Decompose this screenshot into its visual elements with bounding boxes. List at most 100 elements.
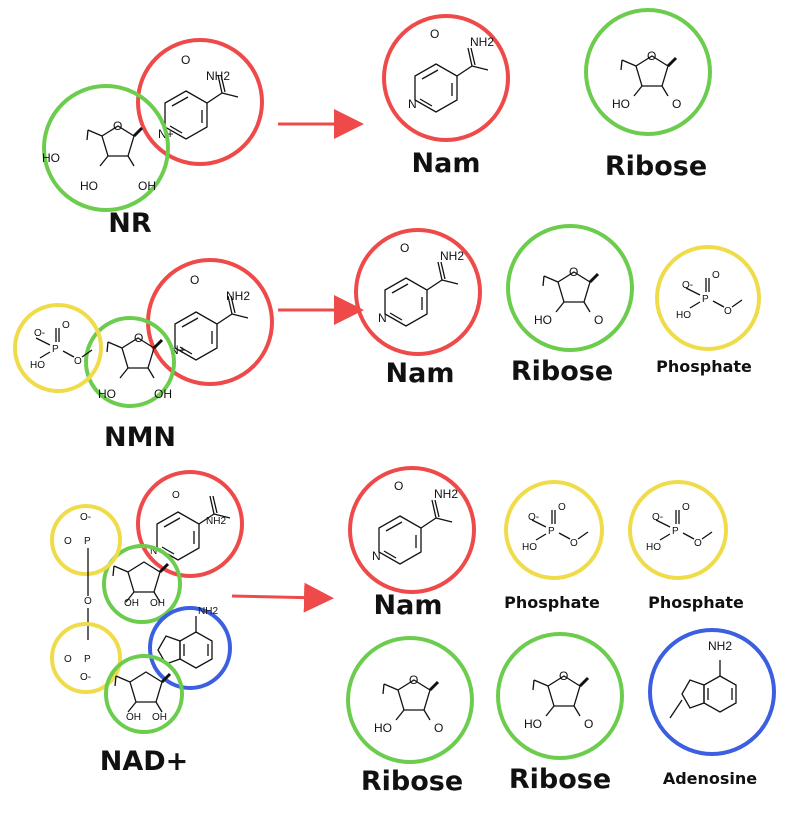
- molecule-label-nad: NAD+: [100, 746, 189, 777]
- atom-label: O: [190, 273, 199, 287]
- ribose-circle: [42, 84, 170, 212]
- atom-label: NH2: [708, 639, 732, 653]
- nam-structure: [414, 47, 489, 113]
- ribose-circle: [506, 224, 634, 352]
- component-label: Adenosine: [663, 769, 757, 788]
- atom-label: O: [409, 673, 418, 687]
- atom-label: O: [569, 265, 578, 279]
- atom-label: O: [84, 596, 92, 607]
- component-label: Ribose: [511, 356, 613, 387]
- atom-label: O: [672, 97, 681, 111]
- component-label: Phosphate: [656, 357, 752, 376]
- atom-label: O: [434, 721, 443, 735]
- phosphate-structure: [685, 277, 743, 309]
- atom-label: HO: [612, 97, 630, 111]
- atom-label: O-: [682, 280, 693, 291]
- atom-label: O-: [528, 512, 539, 523]
- atom-label: OH: [124, 598, 139, 609]
- atom-label: O: [570, 538, 578, 549]
- molecule-label-nr: NR: [108, 208, 152, 239]
- nam-structure: [384, 261, 459, 327]
- atom-label: O: [400, 241, 409, 255]
- nr-ribose-group: O HO HO OH: [42, 84, 170, 212]
- atom-label: HO: [676, 310, 691, 321]
- atom-label: O: [430, 27, 439, 41]
- nam-structure: [174, 295, 249, 361]
- atom-label: P: [52, 344, 59, 355]
- molecule-label-nmn: NMN: [104, 422, 176, 453]
- adenine-structure: [157, 615, 213, 669]
- component-label: Nam: [412, 148, 481, 179]
- atom-label: HO: [30, 360, 45, 371]
- atom-label: O: [724, 306, 732, 317]
- atom-label: HO: [42, 151, 60, 165]
- atom-label: O: [682, 502, 690, 513]
- component-label: Nam: [386, 358, 455, 389]
- atom-label: N+: [150, 546, 163, 557]
- atom-label: HO: [534, 313, 552, 327]
- ribose-circle: [102, 544, 182, 624]
- nam-structure: [378, 499, 453, 565]
- nam-structure: [164, 74, 239, 140]
- atom-label: NH2: [434, 487, 458, 501]
- nad-components: O NH2 N Nam O- O P HO O Phosphate O- O P…: [346, 466, 776, 797]
- atom-label: OH: [154, 387, 172, 401]
- atom-label: O-: [80, 512, 91, 523]
- atom-label: O: [647, 49, 656, 63]
- atom-label: O: [558, 502, 566, 513]
- atom-label: O: [694, 538, 702, 549]
- atom-label: OH: [138, 179, 156, 193]
- phosphate-circle: [655, 245, 761, 351]
- atom-label: OH: [150, 598, 165, 609]
- atom-label: O: [64, 536, 72, 547]
- atom-label: NH2: [198, 606, 218, 617]
- atom-label: NH2: [470, 35, 494, 49]
- atom-label: O: [181, 53, 190, 67]
- nad-molecule: O NH2 N+ OH OH O- O P O NH2 O P O- OH OH…: [50, 470, 244, 777]
- atom-label: O: [172, 490, 180, 501]
- component-label: Nam: [374, 590, 443, 621]
- atom-label: O-: [80, 672, 91, 683]
- nmn-components: O NH2 N Nam O HO O Ribose O- O P HO O Ph…: [354, 224, 761, 389]
- atom-label: NH2: [440, 249, 464, 263]
- atom-label: P: [84, 654, 91, 665]
- atom-label: NH2: [206, 69, 230, 83]
- ribose-circle: [104, 654, 184, 734]
- atom-label: P: [84, 536, 91, 547]
- atom-label: O: [584, 717, 593, 731]
- atom-label: N: [378, 311, 387, 325]
- atom-label: NH2: [226, 289, 250, 303]
- component-label: Ribose: [361, 766, 463, 797]
- atom-label: O: [394, 479, 403, 493]
- phosphate-circle: [13, 303, 103, 393]
- nam-structure: [156, 495, 231, 561]
- ribose-circle: [84, 316, 176, 408]
- nam-circle: [348, 466, 476, 594]
- phosphate-circle: [504, 480, 604, 580]
- adenine-circle: [148, 606, 232, 690]
- phosphate-circle: [50, 622, 122, 694]
- atom-label: HO: [80, 179, 98, 193]
- adenosine-structure: [681, 659, 737, 713]
- atom-label: O: [74, 356, 82, 367]
- atom-label: O: [62, 320, 70, 331]
- nam-circle: [354, 228, 482, 356]
- phosphate-structure: [531, 509, 589, 541]
- ribose-circle: [584, 8, 712, 136]
- nr-nam-group: O NH2 N+: [136, 38, 264, 166]
- nr-components: O NH2 N Nam O HO O Ribose: [382, 8, 712, 182]
- atom-label: HO: [646, 542, 661, 553]
- atom-label: O-: [652, 512, 663, 523]
- phosphate-circle: [50, 504, 122, 576]
- atom-label: OH: [126, 712, 141, 723]
- atom-label: P: [672, 526, 679, 537]
- nam-circle: [146, 258, 274, 386]
- atom-label: N: [408, 97, 417, 111]
- atom-label: O: [64, 654, 72, 665]
- nam-circle: [136, 470, 244, 578]
- adenosine-circle: [648, 628, 776, 756]
- atom-label: O: [113, 119, 122, 133]
- ribose-circle: [496, 632, 624, 760]
